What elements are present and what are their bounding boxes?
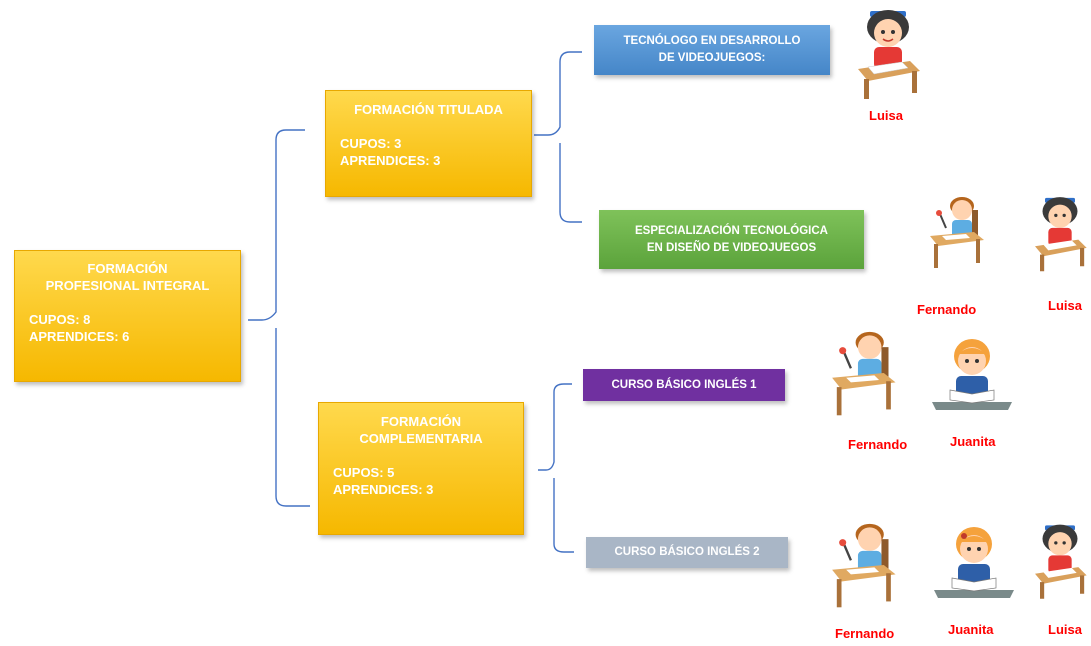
program-tecnologo: TECNÓLOGO EN DESARROLLO DE VIDEOJUEGOS: <box>594 25 830 75</box>
especializacion-line1: ESPECIALIZACIÓN TECNOLÓGICA <box>635 224 828 237</box>
girl-writing-at-desk-icon <box>1035 197 1087 272</box>
complementaria-cupos: CUPOS: 5 <box>333 465 395 480</box>
titulada-cupos: CUPOS: 3 <box>340 136 402 151</box>
complementaria-node: FORMACIÓN COMPLEMENTARIA CUPOS: 5 APREND… <box>318 402 524 535</box>
root-cupos: CUPOS: 8 <box>29 312 91 327</box>
complementaria-title-line1: FORMACIÓN <box>380 414 462 429</box>
student-name: Fernando <box>848 437 908 452</box>
ingles2-label: CURSO BÁSICO INGLÉS 2 <box>614 546 760 558</box>
tecnologo-line2: DE VIDEOJUEGOS: <box>658 52 766 64</box>
titulada-aprendices: APRENDICES: 3 <box>340 153 441 168</box>
student-name: Juanita <box>950 434 996 449</box>
root-title-line2: PROFESIONAL INTEGRAL <box>45 278 210 293</box>
boy-writing-at-desk-icon <box>930 197 984 268</box>
titulada-bracket <box>534 51 582 223</box>
root-aprendices: APRENDICES: 6 <box>29 329 130 344</box>
titulada-node: FORMACIÓN TITULADA CUPOS: 3 APRENDICES: … <box>325 90 532 197</box>
girl-reading-book-icon <box>934 527 1014 598</box>
complementaria-bracket <box>538 383 574 553</box>
root-title-line1: FORMACIÓN <box>87 261 168 276</box>
program-especializacion: ESPECIALIZACIÓN TECNOLÓGICA EN DISEÑO DE… <box>599 210 864 269</box>
boy-writing-at-desk-icon <box>832 523 896 608</box>
student-name: Fernando <box>917 302 977 317</box>
root-node: FORMACIÓN PROFESIONAL INTEGRAL CUPOS: 8 … <box>14 250 241 382</box>
girl-writing-at-desk-icon <box>1035 524 1087 599</box>
root-bracket <box>248 129 310 507</box>
student-name: Fernando <box>835 626 895 641</box>
boy-writing-at-desk-icon <box>832 331 896 416</box>
program-ingles2: CURSO BÁSICO INGLÉS 2 <box>586 537 788 568</box>
girl-reading-book-icon <box>932 339 1012 410</box>
program-ingles1: CURSO BÁSICO INGLÉS 1 <box>583 369 785 401</box>
titulada-title: FORMACIÓN TITULADA <box>354 102 503 117</box>
student-name: Luisa <box>1048 622 1082 637</box>
student-name: Luisa <box>869 108 903 123</box>
student-name: Juanita <box>948 622 994 637</box>
especializacion-line2: EN DISEÑO DE VIDEOJUEGOS <box>646 241 817 254</box>
tecnologo-line1: TECNÓLOGO EN DESARROLLO <box>623 35 801 47</box>
complementaria-aprendices: APRENDICES: 3 <box>333 482 434 497</box>
girl-writing-at-desk-icon <box>858 10 920 99</box>
complementaria-title-line2: COMPLEMENTARIA <box>359 431 483 446</box>
ingles1-label: CURSO BÁSICO INGLÉS 1 <box>611 378 757 391</box>
student-name: Luisa <box>1048 298 1082 313</box>
